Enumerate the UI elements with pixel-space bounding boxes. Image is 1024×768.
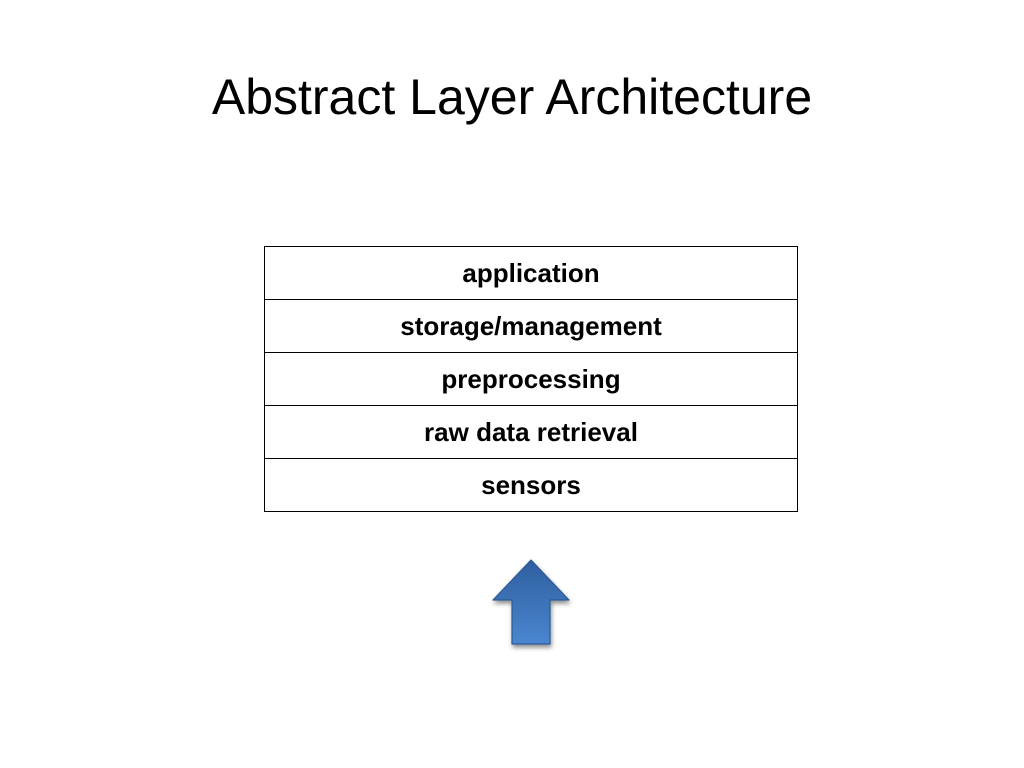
layer-stack: application storage/management preproces… [264, 246, 798, 512]
up-arrow-shape [492, 559, 570, 645]
layer-raw-data-retrieval: raw data retrieval [265, 406, 797, 459]
layer-preprocessing: preprocessing [265, 353, 797, 406]
layer-storage-management: storage/management [265, 300, 797, 353]
up-arrow-icon [492, 559, 570, 645]
slide-title: Abstract Layer Architecture [211, 69, 813, 125]
layer-sensors: sensors [481, 469, 581, 500]
layer-application: application [265, 247, 797, 300]
